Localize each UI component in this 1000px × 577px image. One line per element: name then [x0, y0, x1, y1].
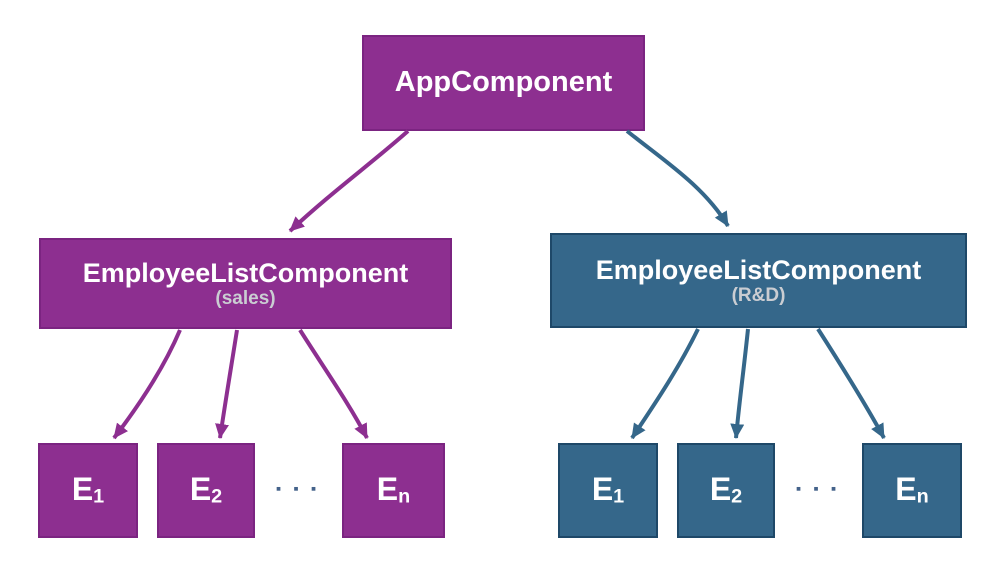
edge-sales-to-e1 [112, 329, 182, 440]
edge-rnd-to-en [816, 327, 886, 439]
employee-node-rnd-en: En [862, 443, 962, 538]
edge-sales-to-e2 [215, 329, 239, 439]
employee-list-rnd-sublabel: (R&D) [731, 284, 786, 306]
app-component-label: AppComponent [394, 66, 613, 99]
edge-sales-to-en [298, 328, 369, 439]
employee-label: En [895, 471, 929, 508]
employee-label: E2 [709, 471, 743, 508]
employee-label: E1 [71, 471, 105, 508]
edge-rnd-to-e1 [630, 328, 700, 440]
employee-label: E2 [189, 471, 223, 508]
employee-list-sales-node: EmployeeListComponent (sales) [39, 238, 452, 329]
employee-node-rnd-e1: E1 [558, 443, 658, 538]
employee-list-rnd-node: EmployeeListComponent (R&D) [550, 233, 967, 328]
employee-node-rnd-e2: E2 [677, 443, 775, 538]
employee-node-sales-e2: E2 [157, 443, 255, 538]
edge-app-to-sales [288, 129, 410, 233]
employee-node-sales-en: En [342, 443, 445, 538]
ellipsis-sales: ▪ ▪ ▪ [275, 480, 321, 498]
employee-label: En [376, 471, 411, 508]
employee-list-sales-label: EmployeeListComponent [82, 257, 409, 288]
employee-label: E1 [591, 471, 625, 508]
ellipsis-rnd: ▪ ▪ ▪ [795, 480, 841, 498]
app-component-node: AppComponent [362, 35, 645, 131]
edge-rnd-to-e2 [730, 328, 750, 439]
employee-list-sales-sublabel: (sales) [215, 287, 276, 309]
employee-node-sales-e1: E1 [38, 443, 138, 538]
employee-list-rnd-label: EmployeeListComponent [595, 254, 922, 285]
edge-app-to-rnd [625, 129, 730, 228]
